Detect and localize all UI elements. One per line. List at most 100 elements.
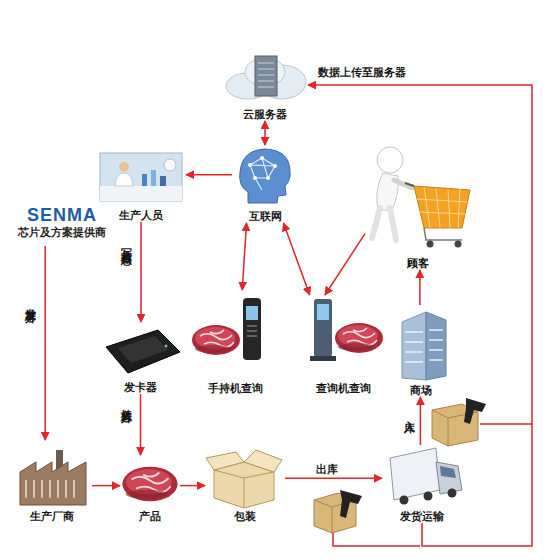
- edge-label: 入库: [403, 412, 415, 414]
- factory-building: [20, 462, 86, 505]
- kiosk-base: [310, 356, 336, 361]
- lab-bench: [100, 186, 182, 201]
- edge-label: 植入芯片: [120, 400, 132, 404]
- node-label: 生产厂商: [30, 510, 74, 523]
- cart-wheel: [427, 241, 434, 248]
- network-lines: [250, 158, 275, 190]
- reader-body: [106, 330, 180, 373]
- reader-top: [118, 336, 168, 363]
- truck-window: [440, 466, 456, 478]
- flow-arrow: [140, 222, 142, 322]
- edge-label: 数据上传至服务器: [318, 66, 406, 78]
- node-label: 包装: [234, 510, 256, 523]
- customer-node: 顾客: [365, 140, 470, 270]
- edge-label: 发放芯片: [24, 300, 36, 304]
- node-label: 发货运输: [400, 510, 444, 523]
- logo-text: SENMA: [27, 204, 97, 226]
- flow-arrow: [283, 223, 309, 295]
- network-dot: [248, 163, 252, 167]
- internet-node: 互联网: [232, 145, 298, 223]
- product-meat: [122, 467, 177, 502]
- server-node: 云服务器: [222, 45, 308, 121]
- edge-label: 写入芯片信息: [120, 240, 132, 246]
- figure-head: [377, 147, 403, 173]
- staff-node: 生产人员: [96, 152, 186, 222]
- package-box-icon: [206, 450, 282, 508]
- truck-cab: [436, 462, 462, 494]
- truck-wheel: [424, 492, 433, 501]
- lab-coat: [115, 173, 133, 186]
- truck-trailer: [390, 448, 440, 500]
- inbound-parcel-scanner: [432, 398, 486, 446]
- person-head: [119, 162, 129, 172]
- node-label: 生产人员: [119, 209, 163, 222]
- cart-grid: [417, 187, 467, 228]
- handheld-keys: [247, 326, 257, 336]
- box-edges: [214, 470, 274, 508]
- barcode-scanner: [340, 490, 362, 518]
- transport-node: 发货运输: [382, 445, 462, 523]
- outbound-parcel-scanner: [314, 490, 362, 533]
- handheld-query-icon: [192, 298, 261, 360]
- edge-label: 出库: [316, 463, 338, 475]
- package-node: 包装: [205, 446, 285, 523]
- truck-icon: [390, 448, 462, 505]
- factory-windows: [26, 480, 74, 498]
- cart-handle: [405, 183, 414, 186]
- handheld-device: [243, 298, 261, 360]
- reader-led: [165, 345, 168, 348]
- network-dot: [273, 164, 277, 168]
- flow-arrow: [186, 174, 232, 176]
- server-slots: [258, 63, 274, 87]
- kiosk-query-icon: [310, 299, 383, 361]
- node-label: 查询机查询: [316, 382, 371, 395]
- lab-bottle: [160, 176, 166, 186]
- network-dot: [253, 176, 257, 180]
- flow-arrow: [420, 397, 422, 445]
- flow-arrow: [180, 485, 205, 487]
- flow-arrow: [44, 246, 46, 440]
- cart-wheel: [455, 241, 462, 248]
- meat-picture: [192, 325, 240, 355]
- kiosk-body: [314, 299, 332, 357]
- flow-arrow: [308, 85, 532, 546]
- factory-node: 生产厂商: [12, 440, 92, 523]
- node-label: 顾客: [407, 257, 429, 270]
- card-writer-node: 发卡器: [98, 322, 183, 394]
- flow-arrow: [419, 270, 421, 305]
- mall-building-icon: [402, 312, 446, 380]
- box-flap: [244, 450, 282, 472]
- data-feed-wire: [480, 423, 532, 425]
- kiosk-screen: [317, 304, 329, 320]
- figure-legs: [372, 208, 396, 240]
- node-label: 互联网: [249, 210, 282, 223]
- handheld-screen: [246, 306, 258, 320]
- flow-arrow: [264, 121, 266, 145]
- node-label: 发卡器: [124, 381, 157, 394]
- node-label: 产品: [139, 510, 161, 523]
- internet-brain-icon: [240, 149, 290, 203]
- factory-icon: [20, 450, 86, 505]
- building-side: [426, 312, 446, 380]
- lab-bottle: [142, 174, 147, 186]
- building-windows: [405, 330, 443, 362]
- truck-wheel: [400, 496, 409, 505]
- handheld-node: 手持机查询: [190, 290, 280, 395]
- cloud-server-icon: [226, 56, 306, 99]
- flow-arrow: [242, 223, 246, 290]
- supplier-node: SENMA芯片及方案提供商: [2, 196, 122, 246]
- truck-wheel: [448, 489, 457, 498]
- flow-arrow: [325, 234, 365, 295]
- kiosk-node: 查询机查询: [298, 295, 388, 395]
- lab-lamp: [164, 159, 176, 171]
- server-tower: [255, 56, 277, 96]
- mall-node: 商场: [392, 305, 450, 397]
- product-node: 产品: [120, 455, 180, 523]
- flow-arrow: [285, 478, 382, 480]
- cart-basket: [414, 186, 470, 228]
- photo-frame: [100, 153, 182, 201]
- data-feed-wire: [333, 533, 420, 546]
- network-dot: [260, 156, 264, 160]
- head-silhouette: [240, 149, 290, 203]
